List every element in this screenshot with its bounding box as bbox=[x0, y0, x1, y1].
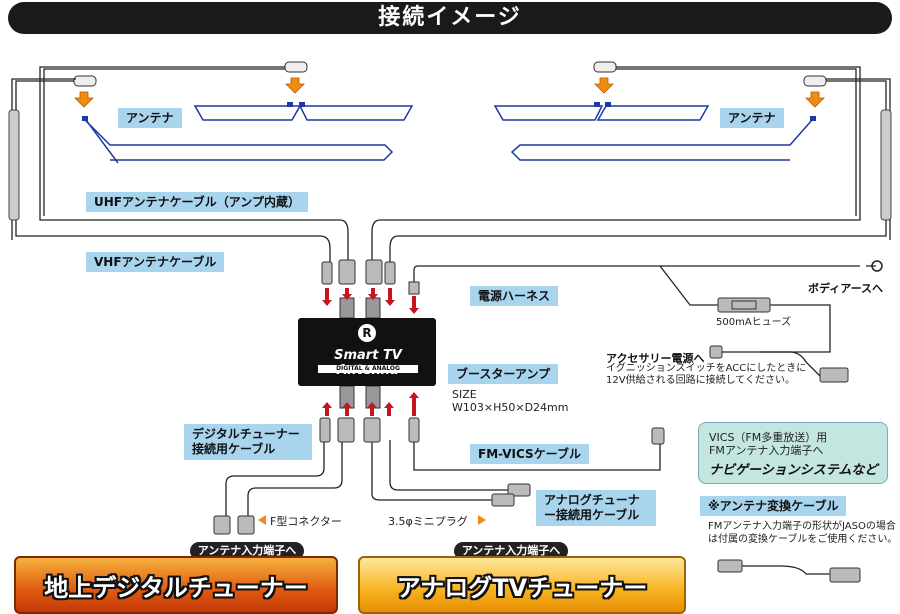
amp-logo: Smart TV Antenna bbox=[334, 348, 402, 378]
antenna-plugs bbox=[73, 61, 827, 87]
text-mini-plug: 3.5φミニプラグ bbox=[388, 515, 468, 528]
connectors-bottom bbox=[213, 297, 861, 583]
digital-tuner: 地上デジタルチューナー bbox=[14, 556, 338, 614]
vics-box: VICS（FM多重放送）用 FMアンテナ入力端子へ ナビゲーションシステムなど bbox=[698, 422, 888, 484]
booster-amp-box: R Smart TV Antenna DIGITAL & ANALOG bbox=[298, 318, 436, 386]
text-accessory-note2: 12V供給される回路に接続してください。 bbox=[606, 375, 795, 386]
vics-line3: ナビゲーションシステムなど bbox=[709, 463, 878, 478]
pointer-triangles bbox=[258, 515, 486, 525]
text-accessory-note1: イグニッションスイッチをACCにしたときに bbox=[606, 363, 807, 374]
text-fuse: 500mAヒューズ bbox=[716, 317, 792, 328]
text-body-earth: ボディアースへ bbox=[808, 282, 884, 295]
text-conv-note2: は付属の変換ケーブルをご使用ください。 bbox=[708, 534, 898, 545]
connectors-top bbox=[321, 259, 420, 295]
text-size-value: W103×H50×D24mm bbox=[452, 401, 569, 414]
fuse-detail bbox=[731, 300, 757, 310]
pill-digital: アンテナ入力端子へ bbox=[190, 542, 304, 560]
label-digital-tuner-cable: デジタルチューナー接続用ケーブル bbox=[184, 424, 312, 460]
label-uhf-cable: UHFアンテナケーブル（アンプ内蔵） bbox=[86, 192, 308, 212]
vics-line2: FMアンテナ入力端子へ bbox=[709, 444, 824, 457]
amp-badge: R bbox=[358, 324, 376, 342]
title-pill bbox=[350, 3, 550, 33]
label-vhf-cable: VHFアンテナケーブル bbox=[86, 252, 225, 272]
red-arrows bbox=[322, 288, 419, 416]
digital-tuner-label: 地上デジタルチューナー bbox=[44, 574, 308, 602]
cables bbox=[11, 66, 891, 575]
text-f-connector: F型コネクター bbox=[270, 515, 342, 528]
amp-sub: DIGITAL & ANALOG bbox=[318, 365, 418, 373]
text-accessory-title: アクセサリー電源へ bbox=[606, 352, 705, 365]
label-fm-vics-cable: FM-VICSケーブル bbox=[470, 444, 589, 464]
antenna-element-right bbox=[493, 105, 813, 161]
label-power-harness: 電源ハーネス bbox=[470, 286, 559, 306]
label-antenna-right: アンテナ bbox=[720, 108, 784, 128]
amp-jacks bbox=[339, 297, 381, 409]
pill-analog: アンテナ入力端子へ bbox=[454, 542, 568, 560]
label-antenna-left: アンテナ bbox=[118, 108, 182, 128]
feed-points bbox=[82, 102, 816, 121]
analog-tuner-label: アナログTVチューナー bbox=[396, 574, 648, 602]
orange-arrows bbox=[74, 77, 825, 108]
vics-line1: VICS（FM多重放送）用 bbox=[709, 431, 828, 444]
earth-terminal bbox=[871, 260, 883, 272]
analog-tuner: アナログTVチューナー bbox=[358, 556, 686, 614]
label-analog-tuner-cable: アナログチューナー接続用ケーブル bbox=[536, 490, 656, 526]
page-title: 接続イメージ bbox=[378, 5, 522, 30]
label-antenna-conv-cable: ※アンテナ変換ケーブル bbox=[700, 496, 847, 516]
text-conv-note1: FMアンテナ入力端子の形状がJASOの場合 bbox=[708, 521, 896, 532]
text-size-label: SIZE bbox=[452, 388, 477, 401]
label-booster-amp: ブースターアンプ bbox=[448, 364, 559, 384]
antenna-element-left bbox=[84, 105, 414, 164]
cable-sleeves bbox=[8, 109, 892, 221]
